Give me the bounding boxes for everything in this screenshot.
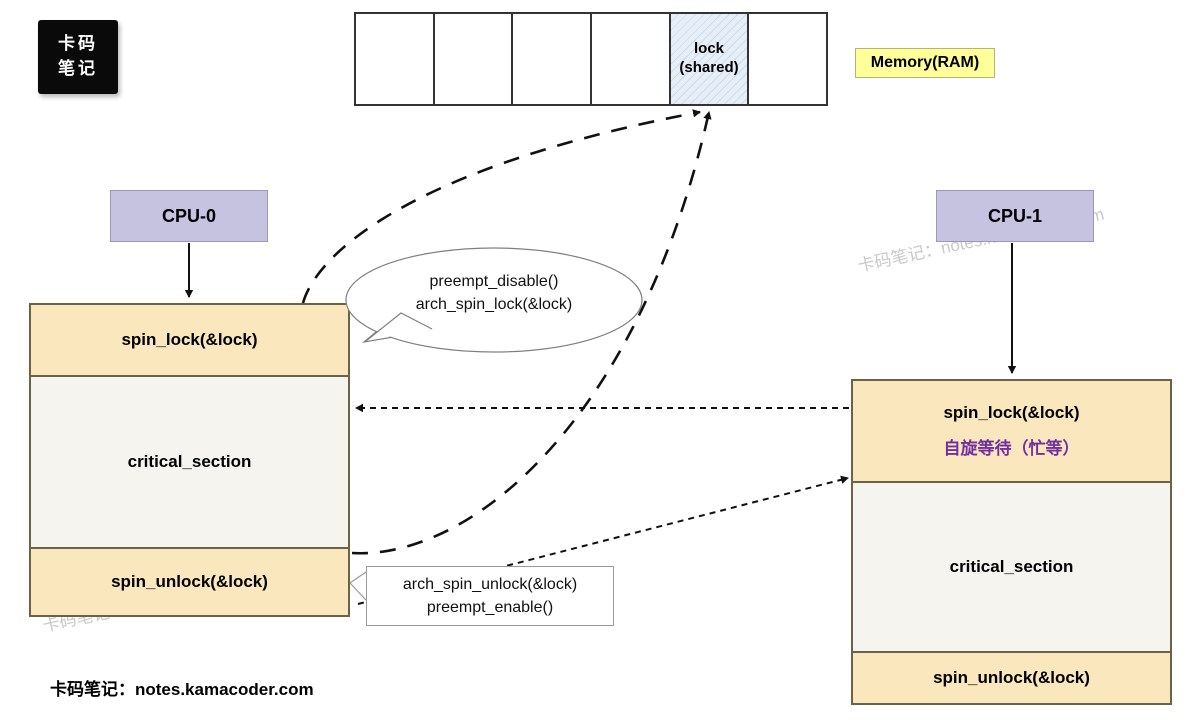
bubble-tail-outline <box>365 312 433 342</box>
lock-cell-line-2: (shared) <box>679 59 739 76</box>
cpu0-row-spin-unlock: spin_unlock(&lock) <box>31 547 348 615</box>
memory-cell <box>592 14 671 104</box>
memory-cell <box>513 14 593 104</box>
memory-cell <box>356 14 435 104</box>
cpu0-row-spin-lock: spin_lock(&lock) <box>31 305 348 375</box>
bubble-line-2: arch_spin_lock(&lock) <box>415 296 573 314</box>
site-logo: 卡码 笔记 <box>38 20 118 94</box>
cpu1-row-critical-section: critical_section <box>853 481 1170 651</box>
cpu1-spin-lock-label: spin_lock(&lock) <box>943 403 1080 422</box>
cpu1-stack: spin_lock(&lock) 自旋等待（忙等） critical_secti… <box>851 379 1172 705</box>
cpu0-stack: spin_lock(&lock) critical_section spin_u… <box>29 303 350 617</box>
memory-ram-label: Memory(RAM) <box>855 48 995 78</box>
lock-cell-line-1: lock <box>694 40 725 58</box>
cpu1-row-spin-unlock: spin_unlock(&lock) <box>853 651 1170 703</box>
unlock-callout-line-2: preempt_enable() <box>426 599 554 616</box>
lock-callout-bubble: preempt_disable() arch_spin_lock(&lock) <box>344 246 644 354</box>
arrow-unlock-wakes-cpu1 <box>357 475 849 605</box>
unlock-callout-tail <box>349 571 367 601</box>
memory-cell <box>435 14 514 104</box>
memory-row: lock (shared) <box>354 12 828 106</box>
arrow-cpu0-lock-release <box>351 111 712 555</box>
footer-attribution: 卡码笔记：notes.kamacoder.com <box>50 680 314 699</box>
cpu0-row-critical-section: critical_section <box>31 375 348 547</box>
cpu1-chip: CPU-1 <box>936 190 1094 242</box>
unlock-callout-box: arch_spin_unlock(&lock) preempt_enable() <box>366 566 614 626</box>
cpu0-chip: CPU-0 <box>110 190 268 242</box>
bubble-line-1: preempt_disable() <box>429 273 559 290</box>
logo-line-2: 笔记 <box>58 59 98 79</box>
unlock-callout-line-1: arch_spin_unlock(&lock) <box>402 575 578 593</box>
cpu1-spin-wait-note: 自旋等待（忙等） <box>943 439 1080 459</box>
cpu1-row-spin-lock: spin_lock(&lock) 自旋等待（忙等） <box>853 381 1170 481</box>
arrow-cpu0-lock-acquire <box>301 109 701 304</box>
logo-line-1: 卡码 <box>58 34 98 55</box>
memory-cell-lock: lock (shared) <box>670 14 750 104</box>
